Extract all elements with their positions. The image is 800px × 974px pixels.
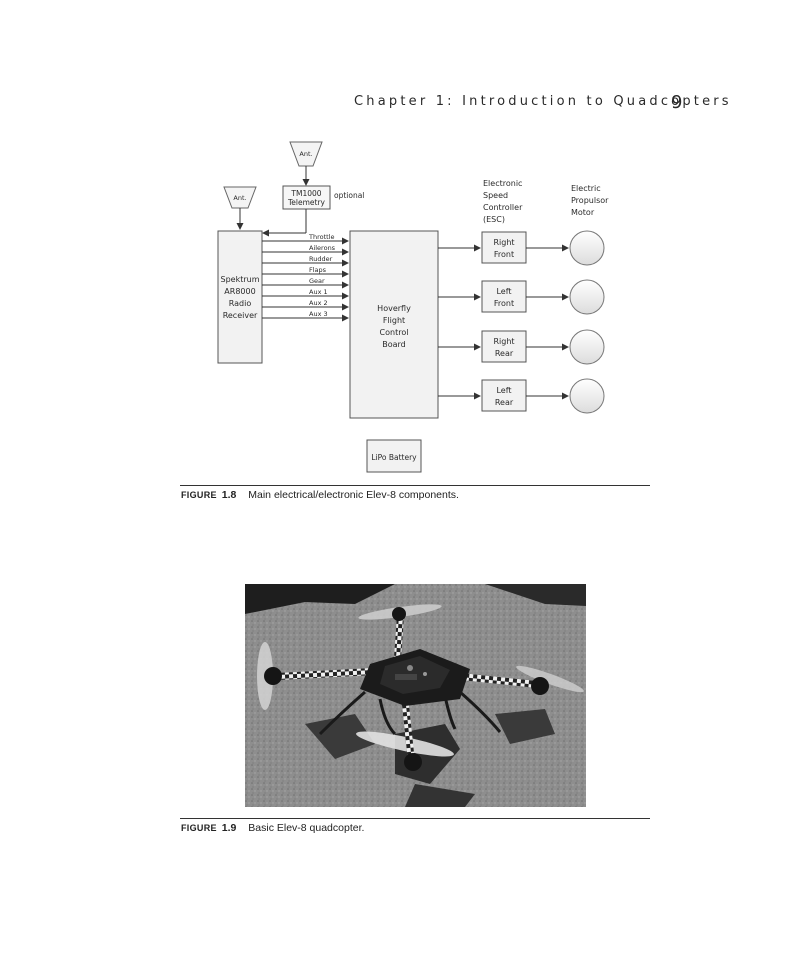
figure-caption-1-8: FIGURE 1.8 Main electrical/electronic El…	[181, 489, 459, 501]
antenna-left: Ant.	[223, 186, 257, 209]
esc-label: Rear	[495, 398, 514, 407]
board-label-2: Flight	[383, 316, 405, 325]
figure-number: 1.9	[221, 822, 237, 834]
receiver-label-3: Radio	[229, 299, 252, 308]
esc-label: Right	[493, 238, 514, 247]
esc-header-2: Speed	[483, 191, 508, 200]
figure-caption-1-9: FIGURE 1.9 Basic Elev-8 quadcopter.	[181, 822, 364, 834]
lipo-battery: LiPo Battery	[366, 439, 422, 473]
antenna-left-label: Ant.	[233, 194, 246, 202]
figure-caption-text: Basic Elev-8 quadcopter.	[248, 822, 365, 834]
esc-right-front: Right Front	[438, 230, 605, 266]
esc-label: Left	[496, 386, 511, 395]
caption-rule	[180, 485, 650, 486]
receiver-label-1: Spektrum	[221, 275, 260, 284]
channel-ailerons: Ailerons	[309, 244, 336, 252]
esc-label: Left	[496, 287, 511, 296]
quadcopter-photo	[245, 584, 586, 807]
channel-flaps: Flaps	[309, 266, 327, 274]
board-label-4: Board	[382, 340, 406, 349]
esc-label: Front	[494, 299, 514, 308]
chapter-header: Chapter 1: Introduction to Quadcopters	[354, 94, 732, 109]
motor-icon	[569, 329, 605, 365]
flight-control-board: Hoverfly Flight Control Board	[349, 230, 439, 419]
channel-throttle: Throttle	[308, 233, 335, 241]
antenna-top: Ant.	[289, 141, 323, 167]
receiver-label-4: Receiver	[223, 311, 258, 320]
esc-label: Front	[494, 250, 514, 259]
esc-header: Electronic Speed Controller (ESC)	[483, 179, 523, 224]
channel-rudder: Rudder	[309, 255, 333, 263]
esc-header-3: Controller	[483, 203, 523, 212]
motor-icon	[569, 279, 605, 315]
esc-label: Rear	[495, 349, 514, 358]
figure-label: FIGURE	[181, 490, 217, 500]
motor-header: Electric Propulsor Motor	[571, 184, 609, 217]
motor-header-1: Electric	[571, 184, 601, 193]
channel-aux1: Aux 1	[309, 288, 328, 296]
esc-left-rear: Left Rear	[438, 378, 605, 414]
component-diagram: Ant. TM1000 Telemetry optional Ant. Spek…	[217, 141, 609, 473]
optional-label: optional	[334, 191, 364, 200]
figure-number: 1.8	[221, 489, 237, 501]
esc-label: Right	[493, 337, 514, 346]
figure-caption-text: Main electrical/electronic Elev-8 compon…	[248, 489, 459, 501]
figure-label: FIGURE	[181, 823, 217, 833]
esc-header-4: (ESC)	[483, 215, 505, 224]
motor-header-2: Propulsor	[571, 196, 609, 205]
caption-rule	[180, 818, 650, 819]
radio-receiver: Spektrum AR8000 Radio Receiver	[217, 230, 263, 364]
motor-icon	[569, 378, 605, 414]
channel-aux3: Aux 3	[309, 310, 328, 318]
channel-aux2: Aux 2	[309, 299, 328, 307]
antenna-top-label: Ant.	[299, 150, 312, 158]
channel-gear: Gear	[309, 277, 325, 285]
esc-header-1: Electronic	[483, 179, 522, 188]
esc-left-front: Left Front	[438, 279, 605, 315]
receiver-label-2: AR8000	[224, 287, 255, 296]
telemetry-label-2: Telemetry	[287, 198, 326, 207]
channel-labels: Throttle Ailerons Rudder Flaps Gear Aux …	[308, 233, 336, 318]
esc-right-rear: Right Rear	[438, 329, 605, 365]
motor-icon	[569, 230, 605, 266]
telemetry-label-1: TM1000	[290, 189, 321, 198]
telemetry-module: TM1000 Telemetry	[282, 185, 331, 210]
battery-label: LiPo Battery	[371, 453, 417, 462]
motor-header-3: Motor	[571, 208, 595, 217]
board-label-3: Control	[380, 328, 409, 337]
page-number: 9	[671, 92, 683, 113]
channel-lines	[262, 237, 349, 322]
board-label-1: Hoverfly	[377, 304, 411, 313]
